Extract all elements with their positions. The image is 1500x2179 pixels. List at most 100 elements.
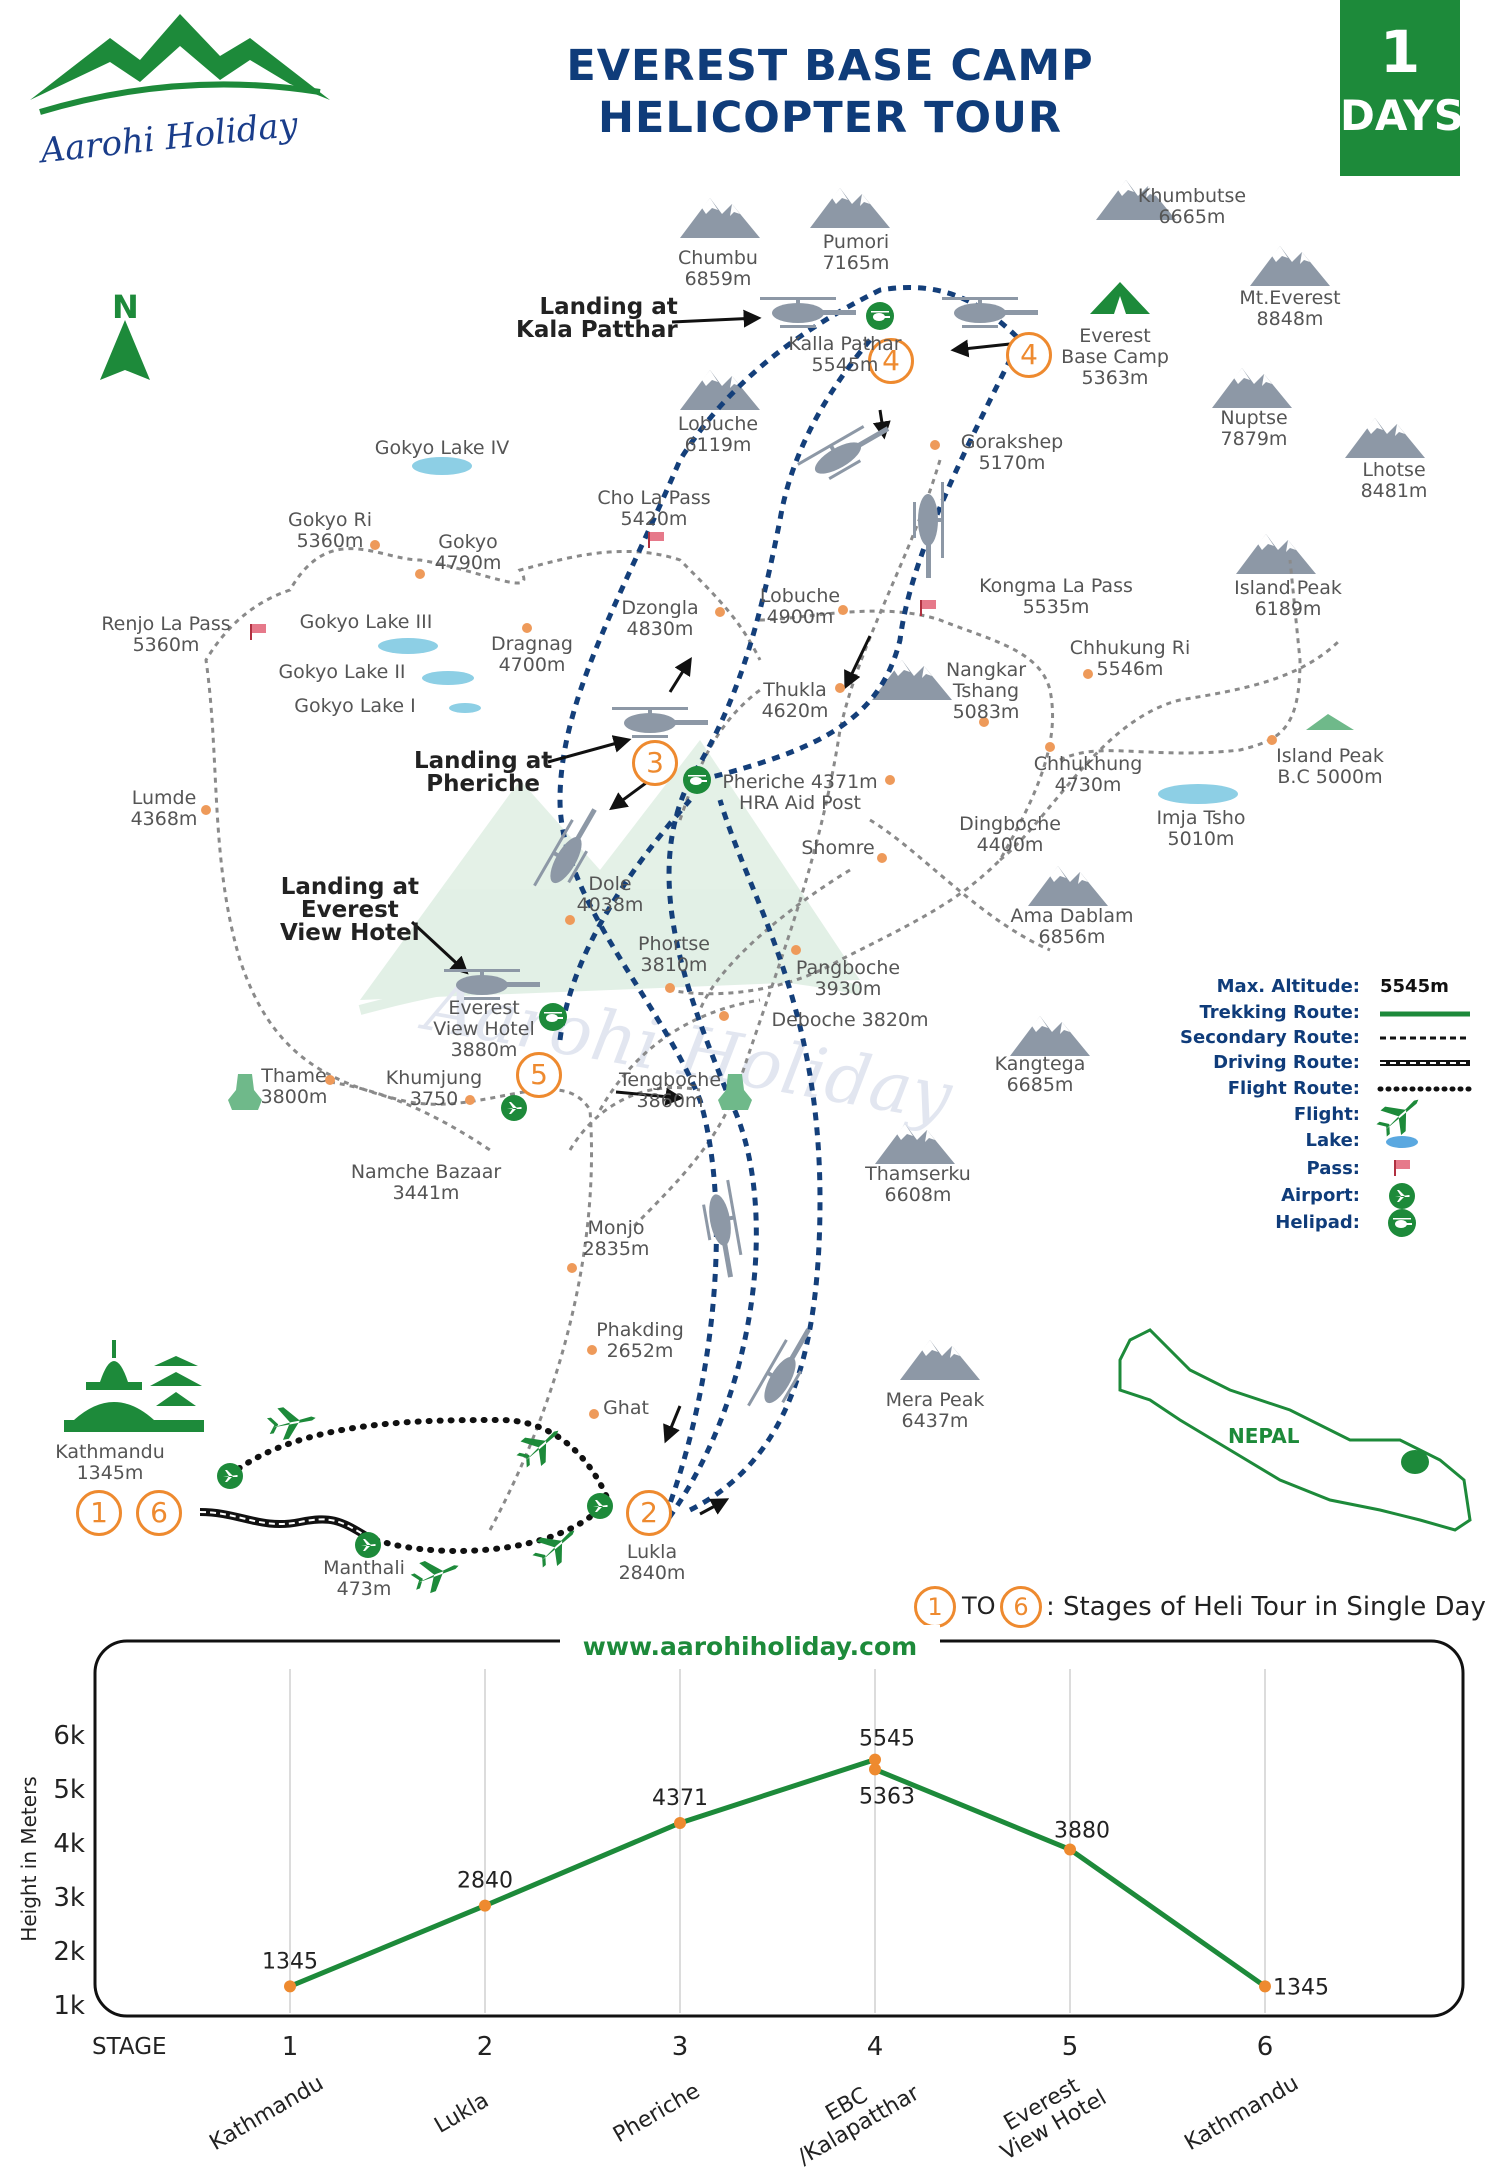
place-label: Gokyo Lake I	[294, 696, 415, 717]
place-elevation: 5420m	[620, 508, 688, 530]
category-name-line: Lukla	[430, 2088, 493, 2139]
place-elevation: 3860m	[636, 1090, 704, 1112]
stage-marker-3: 3	[632, 740, 678, 786]
place-elevation: 4790m	[434, 552, 502, 574]
place-name: Dzongla	[621, 597, 699, 619]
category-name-line: Kathmandu	[1181, 2071, 1303, 2156]
place-name: Monjo	[587, 1217, 645, 1239]
y-tick-label: 1k	[53, 1991, 85, 2021]
place-name: Imja Tsho	[1156, 807, 1246, 829]
place-name: Pheriche 4371m	[722, 771, 878, 793]
place-elevation: 7165m	[822, 252, 890, 274]
place-elevation: 4830m	[626, 618, 694, 640]
place-label: Gokyo Lake III	[300, 612, 433, 633]
flight-icons	[265, 1402, 585, 1598]
days-label: DAYS	[1340, 91, 1465, 140]
legend-item-pass: Pass:	[1100, 1158, 1480, 1184]
place-name: Shomre	[801, 837, 875, 859]
place-elevation: 4368m	[130, 808, 198, 830]
place-elevation: 2652m	[606, 1340, 674, 1362]
stage-marker-6: 6	[136, 1490, 182, 1536]
place-name: Lukla	[626, 1541, 678, 1563]
place-elevation: 3800m	[260, 1086, 328, 1108]
y-tick-label: 4k	[53, 1829, 85, 1859]
legend-label: Pass:	[1306, 1158, 1360, 1179]
tent-icon	[1090, 282, 1150, 314]
place-name: Lobuche	[759, 585, 841, 607]
data-point	[1064, 1843, 1076, 1856]
x-category-name: Lukla	[430, 2088, 493, 2139]
place-name: Gorakshep	[960, 431, 1064, 453]
stage-marker-5: 5	[516, 1052, 562, 1098]
place-name: Renjo La Pass	[101, 613, 231, 635]
place-name: Kathmandu	[55, 1441, 165, 1463]
place-name: Gokyo Lake III	[299, 611, 433, 633]
place-label: Ghat	[603, 1398, 649, 1419]
place-elevation: 6665m	[1158, 206, 1226, 228]
legend-label: Trekking Route:	[1199, 1002, 1360, 1023]
legend-max-altitude: Max. Altitude: 5545m	[1100, 976, 1480, 1002]
place-name: Kongma La Pass	[979, 575, 1133, 597]
place-label: Deboche 3820m	[771, 1010, 928, 1031]
place-elevation: 8481m	[1360, 480, 1428, 502]
legend-icons	[1371, 1011, 1473, 1237]
place-label: Gokyo Lake II	[278, 662, 405, 683]
legend-item-flight: Flight:	[1100, 1104, 1480, 1130]
legend-label: Max. Altitude:	[1216, 976, 1360, 997]
nepal-label: NEPAL	[1228, 1424, 1300, 1448]
x-category-name: Kathmandu	[206, 2071, 328, 2156]
website-link[interactable]: www.aarohiholiday.com	[582, 1632, 918, 1661]
category-name-line: Pheriche	[609, 2079, 704, 2148]
place-elevation: 5010m	[1167, 828, 1235, 850]
title-line-2: HELICOPTER TOUR	[597, 93, 1063, 143]
place-name: Thamserku	[865, 1163, 971, 1185]
place-elevation: 5546m	[1096, 658, 1164, 680]
data-label: 1345	[262, 1949, 318, 1974]
data-label: 1345	[1273, 1975, 1329, 2000]
x-tick-label: 3	[672, 2032, 689, 2062]
logo	[30, 14, 330, 115]
stage-marker-2: 2	[626, 1490, 672, 1536]
x-category-name: EverestView Hotel	[985, 2065, 1111, 2166]
caption-stage-from: 1	[914, 1586, 956, 1628]
y-tick-label: 5k	[53, 1775, 85, 1805]
place-elevation: 3441m	[392, 1182, 460, 1204]
x-tick-label: 2	[477, 2032, 494, 2062]
x-category-name: EBC/Kalapatthar	[782, 2059, 925, 2170]
place-name: Namche Bazaar	[350, 1161, 502, 1183]
data-label: 5363	[859, 1784, 915, 1809]
place-elevation: 8848m	[1256, 308, 1324, 330]
place-name: Ama Dablam	[1010, 905, 1134, 927]
place-elevation: 6608m	[884, 1184, 952, 1206]
data-label: 2840	[457, 1869, 513, 1894]
stage-marker-4-ebc: 4	[1006, 332, 1052, 378]
place-elevation: 5360m	[296, 530, 364, 552]
place-name: Dole	[588, 873, 632, 895]
data-point	[869, 1763, 881, 1776]
place-elevation: 2840m	[618, 1562, 686, 1584]
place-elevation: 5360m	[132, 634, 200, 656]
place-elevation: 3810m	[640, 954, 708, 976]
place-name: Phortse	[638, 933, 710, 955]
